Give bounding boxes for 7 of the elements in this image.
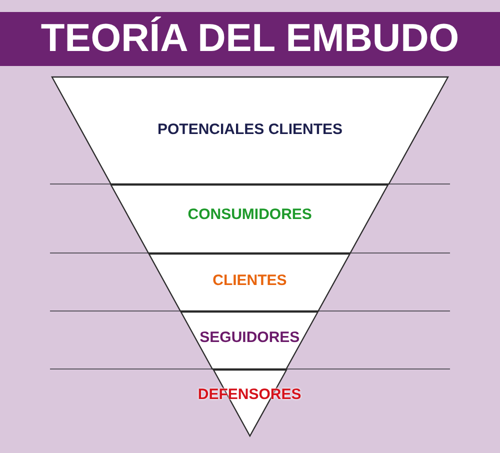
stage-label: POTENCIALES CLIENTES: [157, 121, 343, 139]
diagram-title: TEORÍA DEL EMBUDO: [40, 17, 460, 61]
stage-label: CONSUMIDORES: [188, 206, 312, 224]
funnel-band: [149, 254, 350, 311]
funnel-band: [181, 312, 318, 369]
stage-label: SEGUIDORES: [200, 329, 300, 347]
stage-label: CLIENTES: [212, 272, 287, 290]
